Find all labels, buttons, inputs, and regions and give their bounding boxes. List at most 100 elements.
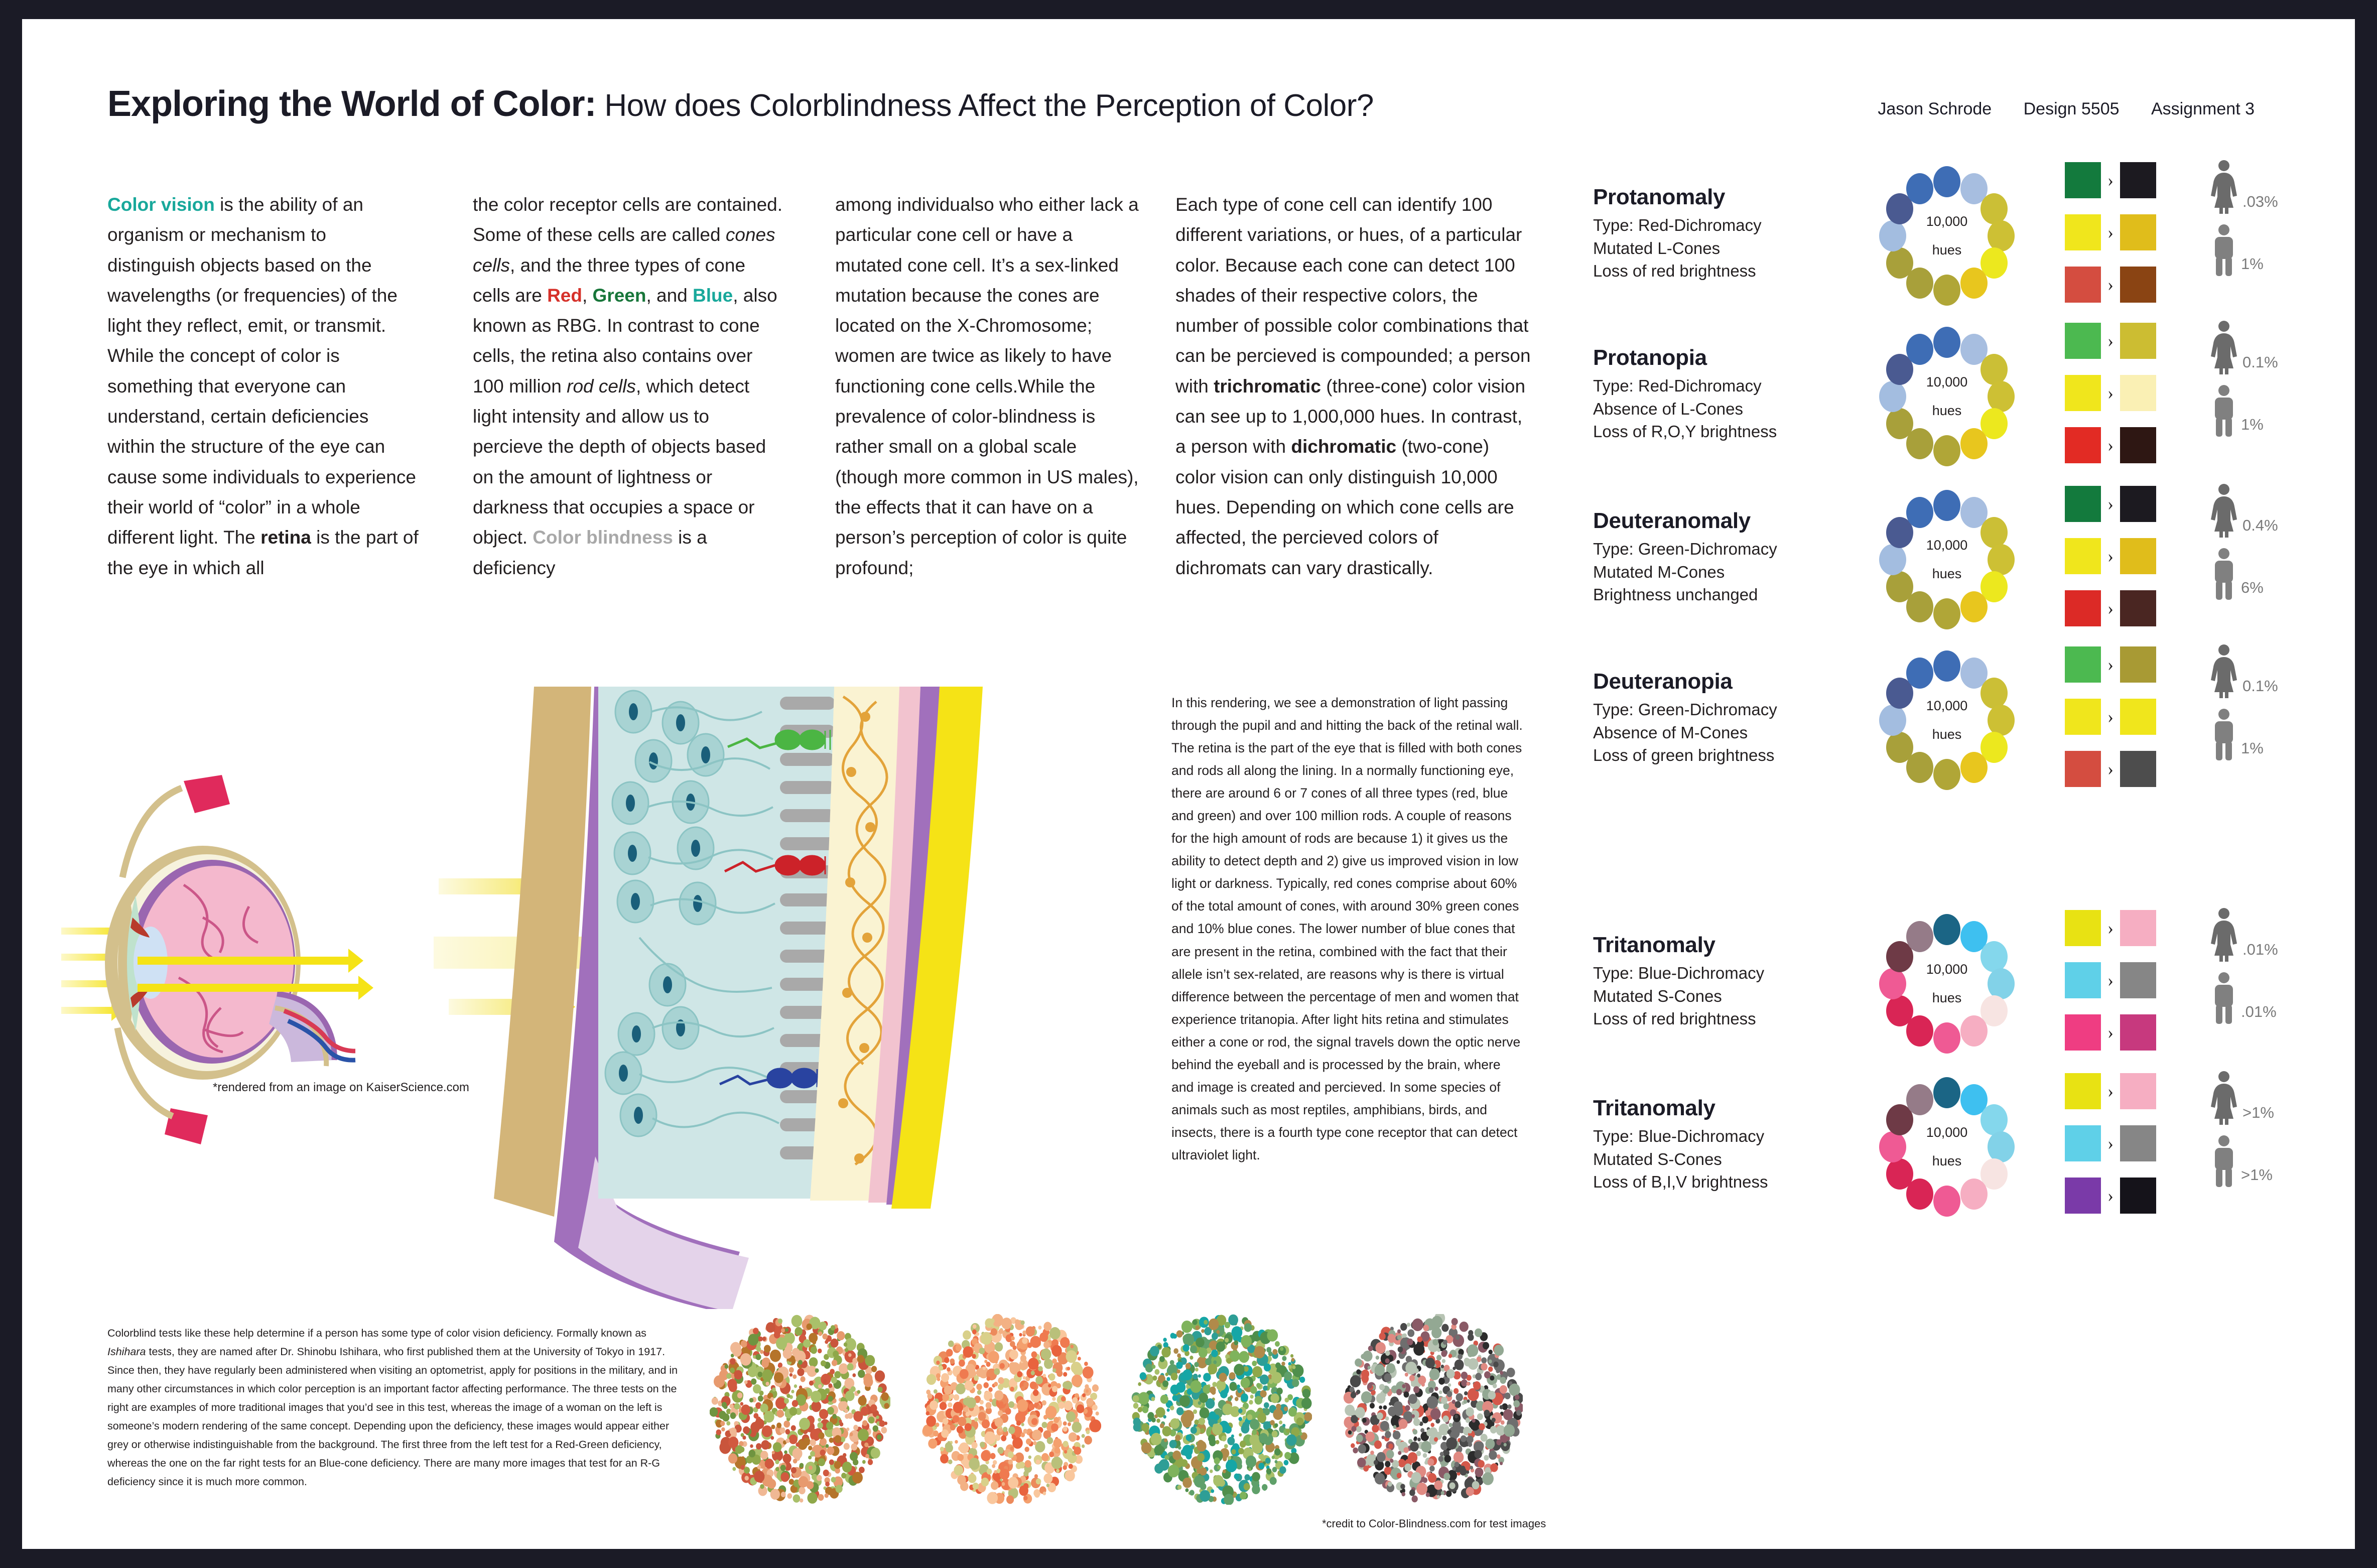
hue-wheel-dot xyxy=(1906,1084,1933,1116)
ishihara-dot xyxy=(1500,1377,1506,1384)
swatch-perceived xyxy=(2120,323,2156,359)
ishihara-dot xyxy=(933,1430,939,1437)
ishihara-dot xyxy=(845,1390,855,1401)
ishihara-dot xyxy=(936,1373,941,1379)
ishihara-dot xyxy=(1514,1394,1520,1400)
ishihara-dot xyxy=(1291,1448,1297,1454)
entry-brightness: Brightness unchanged xyxy=(1593,585,1758,604)
ishihara-dot xyxy=(976,1383,982,1390)
ishihara-dot xyxy=(785,1438,790,1444)
ishihara-dot xyxy=(1427,1473,1437,1483)
ishihara-dot xyxy=(1472,1481,1480,1490)
ishihara-dot xyxy=(1239,1441,1246,1448)
ishihara-dot xyxy=(818,1417,822,1422)
ishihara-dot xyxy=(729,1403,734,1409)
ishihara-dot xyxy=(1426,1396,1438,1409)
ishihara-dot xyxy=(1181,1320,1193,1333)
ishihara-dot xyxy=(1090,1419,1101,1432)
ishihara-dot xyxy=(1271,1430,1278,1438)
swatch-pair-row: › xyxy=(2065,162,2180,198)
ishihara-dot xyxy=(948,1459,953,1465)
ishihara-dot xyxy=(1182,1344,1190,1352)
ishihara-dot xyxy=(1496,1439,1502,1446)
ishihara-dot xyxy=(1394,1405,1403,1416)
ishihara-dot xyxy=(1484,1371,1491,1379)
ishihara-dot xyxy=(1028,1403,1035,1410)
ishihara-dot xyxy=(1398,1419,1408,1429)
ishihara-dot xyxy=(1239,1433,1242,1437)
ishihara-dot xyxy=(1167,1464,1179,1478)
ishihara-dot xyxy=(999,1469,1010,1480)
ishihara-dot xyxy=(722,1413,730,1422)
ishihara-dot xyxy=(1431,1327,1442,1339)
ishihara-dot xyxy=(1509,1381,1513,1385)
ishihara-dot xyxy=(818,1384,822,1389)
ishihara-dot xyxy=(840,1436,846,1443)
ishihara-dot xyxy=(721,1402,727,1408)
ishihara-dot xyxy=(1010,1386,1014,1392)
ishihara-dot xyxy=(1182,1477,1192,1488)
ishihara-dot xyxy=(741,1456,745,1460)
ishihara-dot xyxy=(960,1481,969,1491)
ishihara-dot xyxy=(963,1397,971,1406)
ishihara-dot xyxy=(789,1373,793,1377)
ishihara-dot xyxy=(1420,1428,1425,1433)
ishihara-dot xyxy=(1355,1358,1362,1367)
ishihara-dot xyxy=(1503,1424,1515,1437)
ishihara-dot xyxy=(1086,1398,1094,1406)
ishihara-dot xyxy=(756,1346,761,1352)
ishihara-dot xyxy=(1224,1322,1231,1329)
ishihara-dot xyxy=(958,1416,967,1426)
ishihara-dot xyxy=(775,1397,786,1409)
keyword-dichromatic: dichromatic xyxy=(1291,436,1397,457)
ishihara-dot xyxy=(1190,1345,1197,1354)
intro-col4-text-c: (two-cone) color vision can only disting… xyxy=(1175,436,1514,578)
color-shift-swatches: ››› xyxy=(2065,486,2180,631)
ishihara-dot xyxy=(946,1349,953,1357)
ishihara-dot xyxy=(1056,1469,1060,1473)
ishihara-dot xyxy=(1428,1427,1438,1438)
ishihara-dot xyxy=(1022,1338,1028,1344)
ishihara-dot xyxy=(1241,1480,1245,1484)
ishihara-dot xyxy=(1241,1393,1249,1402)
ishihara-dot xyxy=(1345,1404,1355,1416)
ishihara-dot xyxy=(881,1392,889,1401)
ishihara-dot xyxy=(1498,1457,1504,1464)
ishihara-dot xyxy=(864,1442,869,1448)
ishihara-dot xyxy=(716,1429,722,1435)
ishihara-dot xyxy=(752,1384,761,1394)
swatch-perceived xyxy=(2120,1073,2156,1109)
ishihara-dot xyxy=(1259,1374,1269,1385)
swatch-pair-row: › xyxy=(2065,962,2180,998)
ishihara-dot xyxy=(843,1443,850,1450)
ishihara-dot xyxy=(1048,1373,1055,1381)
hue-wheel-dot xyxy=(1980,678,2008,709)
ishihara-dot xyxy=(1083,1408,1088,1414)
ishihara-dot xyxy=(1262,1486,1267,1491)
ishihara-dot xyxy=(1051,1423,1059,1432)
ishihara-dot xyxy=(1361,1374,1369,1383)
ishihara-dot xyxy=(763,1410,774,1423)
ishihara-dot xyxy=(1043,1341,1050,1349)
ishihara-dot xyxy=(1063,1426,1068,1432)
ishihara-dot xyxy=(930,1400,938,1410)
ishihara-dot xyxy=(1030,1370,1035,1375)
ishihara-dot xyxy=(1466,1470,1470,1474)
intro-col2-text-g: is a deficiency xyxy=(473,527,707,578)
ishihara-dot xyxy=(1499,1462,1503,1466)
ishihara-dot xyxy=(985,1402,992,1409)
ishihara-dot xyxy=(1258,1463,1265,1470)
ishihara-dot xyxy=(997,1384,1004,1390)
ishihara-dot xyxy=(858,1370,865,1378)
ishihara-dot xyxy=(1476,1356,1482,1362)
ishihara-dot xyxy=(852,1373,856,1377)
ishihara-dot xyxy=(1496,1454,1501,1459)
ishihara-dot xyxy=(922,1424,933,1436)
ishihara-dot xyxy=(942,1418,949,1425)
ishihara-dot xyxy=(834,1461,841,1469)
ishihara-dot xyxy=(741,1404,750,1415)
ishihara-dot xyxy=(1263,1363,1271,1372)
entry-brightness: Loss of red brightness xyxy=(1593,1009,1756,1028)
ishihara-dot xyxy=(1162,1380,1169,1387)
page-title: Exploring the World of Color: How does C… xyxy=(107,83,1374,124)
